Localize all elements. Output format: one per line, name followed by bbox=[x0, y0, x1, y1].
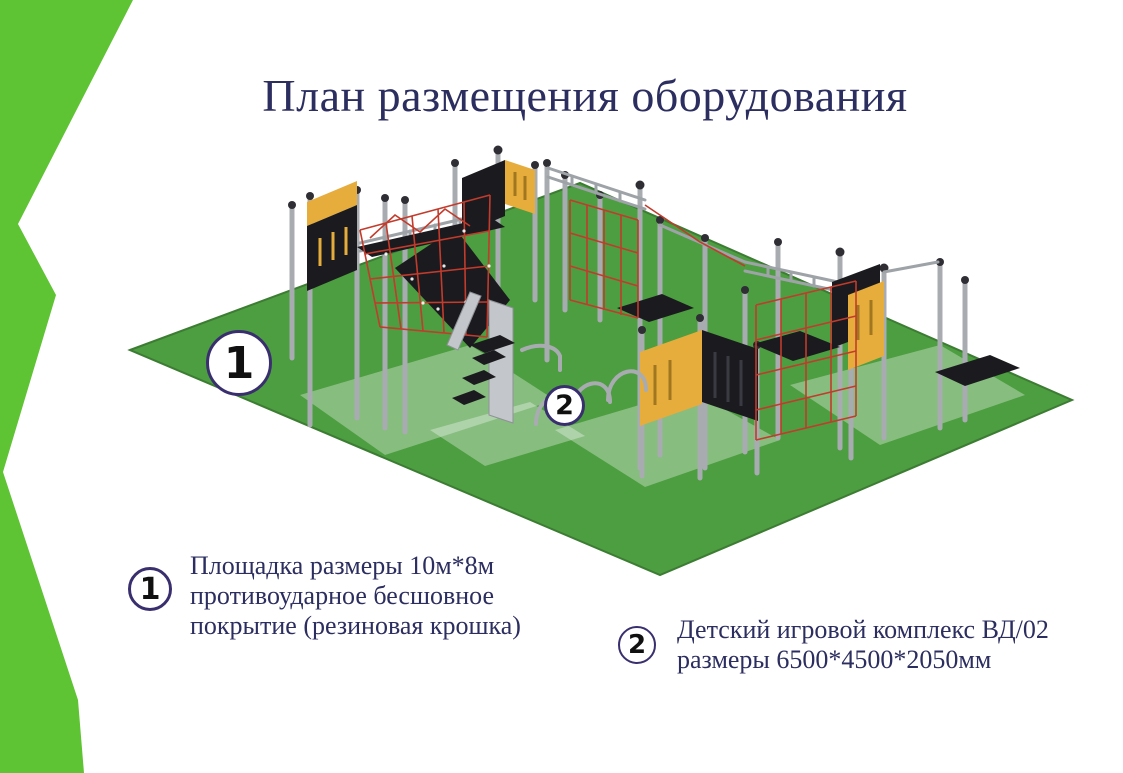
legend-1-line-1: Площадка размеры 10м*8м bbox=[190, 551, 495, 580]
legend-badge-2-number: 2 bbox=[627, 630, 647, 660]
plan-marker-2-number: 2 bbox=[555, 390, 574, 421]
equipment-stairs bbox=[446, 291, 515, 424]
legend-1-line-2: противоударное бесшовное bbox=[190, 581, 495, 610]
legend-2-line-1: Детский игровой комплекс ВД/02 bbox=[677, 615, 1049, 644]
legend-2-line-2: размеры 6500*4500*2050мм bbox=[677, 645, 992, 674]
accent-zigzag-shape bbox=[0, 0, 133, 773]
equipment-towers bbox=[307, 160, 884, 426]
legend-badge-1: 1 bbox=[128, 567, 172, 611]
legend-text-2: Детский игровой комплекс ВД/02 размеры 6… bbox=[677, 615, 1107, 675]
legend-1-line-3: покрытие (резиновая крошка) bbox=[190, 611, 521, 640]
legend-badge-2: 2 bbox=[618, 626, 656, 664]
plan-marker-1-number: 1 bbox=[223, 337, 255, 389]
page-title: План размещения оборудования bbox=[262, 70, 908, 121]
legend-badge-1-number: 1 bbox=[139, 571, 161, 607]
plan-marker-2: 2 bbox=[544, 385, 585, 426]
climbing-nets bbox=[359, 194, 857, 441]
legend-text-1: Площадка размеры 10м*8м противоударное б… bbox=[190, 551, 570, 641]
plan-marker-1: 1 bbox=[206, 330, 272, 396]
